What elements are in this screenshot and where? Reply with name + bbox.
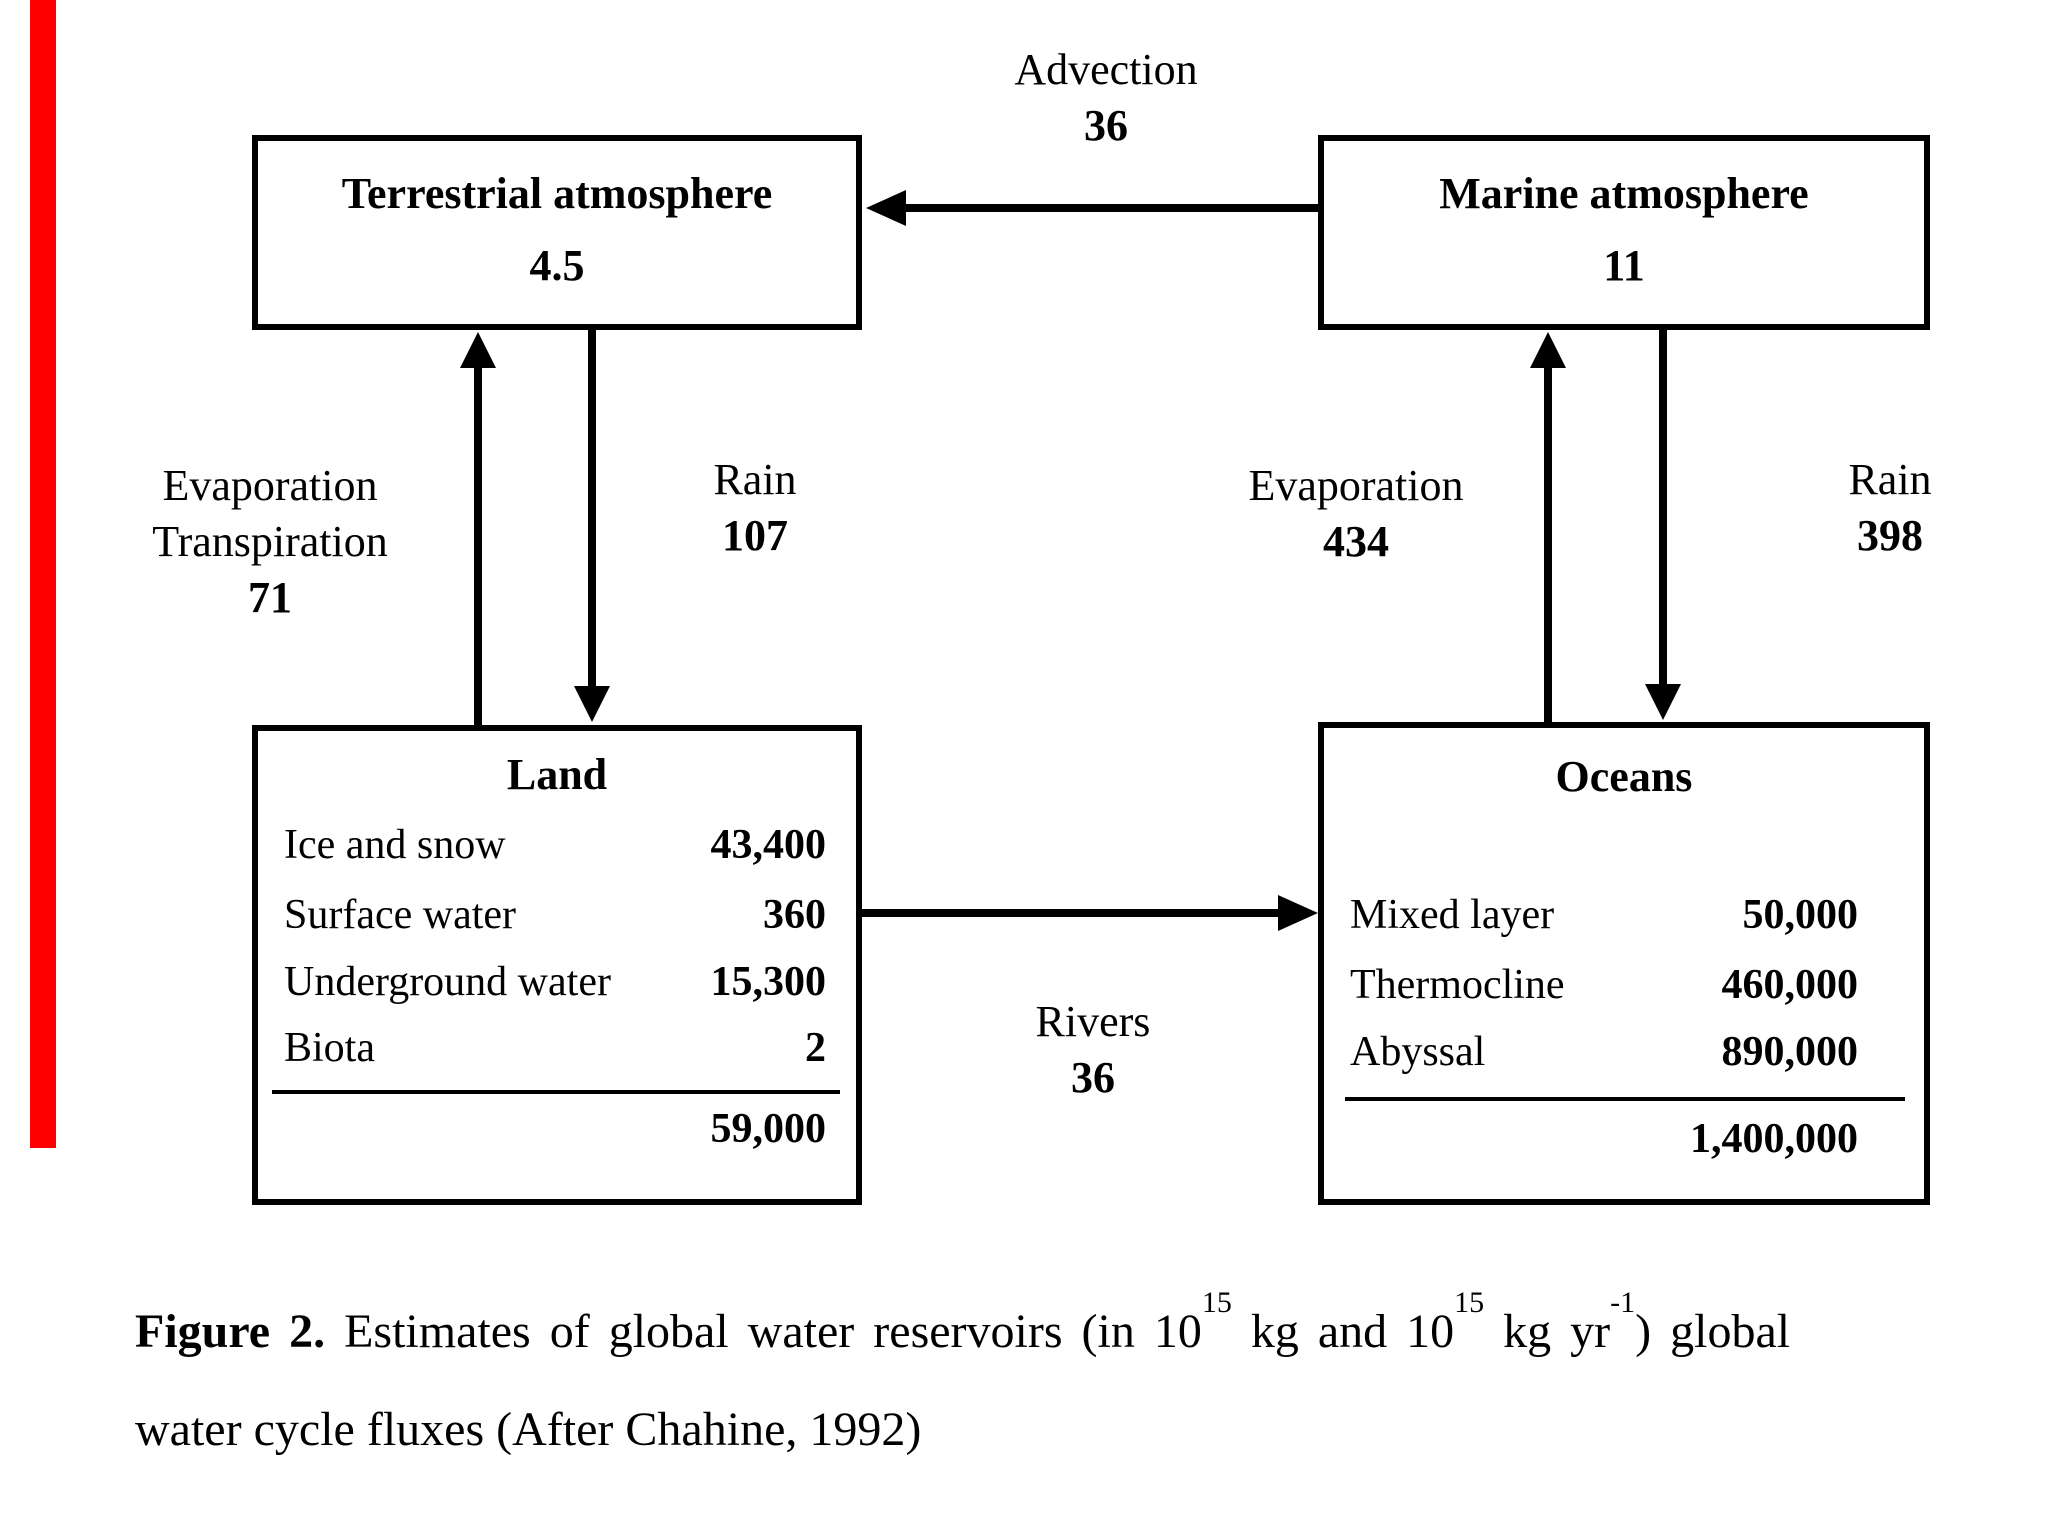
ocean-evaporation-flux-label: Evaporation 434 (1206, 458, 1506, 570)
land-row-underground-value: 15,300 (710, 959, 827, 1005)
land-row-underground-label: Underground water (284, 959, 611, 1005)
land-row-biota-label: Biota (284, 1025, 375, 1071)
land-row-underground: Underground water 15,300 (284, 956, 826, 1008)
ocean-rain-label: Rain (1848, 455, 1932, 504)
land-rain-flux-label: Rain 107 (625, 452, 885, 564)
oceans-title: Oceans (1555, 752, 1693, 801)
oceans-total: 1,400,000 (1690, 1116, 1858, 1162)
terrestrial-atmosphere-title: Terrestrial atmosphere (341, 169, 773, 218)
advection-arrowhead-icon (866, 190, 906, 226)
margin-change-bar (30, 0, 56, 1148)
rivers-value: 36 (1071, 1053, 1115, 1102)
advection-arrow-line (890, 204, 1318, 212)
ocean-rain-arrowhead-icon (1645, 684, 1681, 720)
marine-atmosphere-title: Marine atmosphere (1439, 169, 1809, 218)
land-evaporation-label-2: Transpiration (152, 517, 388, 566)
oceans-row-abyssal-label: Abyssal (1350, 1029, 1486, 1075)
oceans-row-abyssal: Abyssal 890,000 (1350, 1026, 1858, 1078)
land-total-rule (272, 1090, 840, 1094)
land-row-ice: Ice and snow 43,400 (284, 819, 826, 871)
figure-caption-line-1: Figure 2. Estimates of global water rese… (135, 1288, 1965, 1362)
ocean-evaporation-label: Evaporation (1248, 461, 1464, 510)
land-evaporation-arrow-line (474, 362, 482, 725)
ocean-rain-flux-label: Rain 398 (1760, 452, 2020, 564)
figure-caption-label: Figure 2. (135, 1305, 326, 1358)
land-row-ice-value: 43,400 (710, 822, 827, 868)
caption-seg-4: ) global (1635, 1305, 1791, 1358)
caption-seg-3: kg yr (1484, 1305, 1611, 1358)
land-row-biota-value: 2 (805, 1025, 826, 1071)
advection-value: 36 (1084, 101, 1128, 150)
oceans-total-rule (1345, 1097, 1905, 1101)
land-box: Land Ice and snow 43,400 Surface water 3… (252, 725, 862, 1205)
land-rain-arrowhead-icon (574, 686, 610, 722)
rivers-flux-label: Rivers 36 (943, 994, 1243, 1106)
rivers-label: Rivers (1035, 997, 1151, 1046)
marine-atmosphere-value: 11 (1603, 241, 1645, 290)
land-row-biota: Biota 2 (284, 1022, 826, 1074)
oceans-row-mixed-label: Mixed layer (1350, 892, 1555, 938)
land-evaporation-label-1: Evaporation (162, 461, 378, 510)
ocean-rain-arrow-line (1659, 330, 1667, 686)
oceans-row-abyssal-value: 890,000 (1721, 1029, 1859, 1075)
land-evaporation-value: 71 (248, 573, 292, 622)
oceans-row-mixed-value: 50,000 (1742, 892, 1859, 938)
land-rain-arrow-line (588, 330, 596, 688)
oceans-row-thermocline: Thermocline 460,000 (1350, 959, 1858, 1011)
oceans-box: Oceans Mixed layer 50,000 Thermocline 46… (1318, 722, 1930, 1205)
oceans-row-thermocline-value: 460,000 (1721, 962, 1859, 1008)
advection-flux-label: Advection 36 (956, 42, 1256, 154)
figure-caption-line-2: water cycle fluxes (After Chahine, 1992) (135, 1403, 922, 1456)
land-row-surface-label: Surface water (284, 892, 517, 938)
land-rain-value: 107 (722, 511, 788, 560)
rivers-arrow-line (862, 909, 1282, 917)
land-row-ice-label: Ice and snow (284, 822, 506, 868)
rivers-arrowhead-icon (1278, 895, 1318, 931)
land-title: Land (506, 750, 608, 799)
terrestrial-atmosphere-box: Terrestrial atmosphere 4.5 (252, 135, 862, 330)
advection-label: Advection (1014, 45, 1198, 94)
oceans-row-thermocline-label: Thermocline (1350, 962, 1565, 1008)
ocean-evaporation-arrow-line (1544, 362, 1552, 722)
ocean-evaporation-arrowhead-icon (1530, 332, 1566, 368)
ocean-rain-value: 398 (1857, 511, 1923, 560)
land-row-surface-value: 360 (763, 892, 826, 938)
terrestrial-atmosphere-value: 4.5 (529, 241, 585, 290)
caption-superscript-3: -1 (1610, 1286, 1636, 1319)
caption-superscript-1: 15 (1201, 1286, 1232, 1319)
land-evaporation-flux-label: Evaporation Transpiration 71 (100, 458, 440, 626)
land-rain-label: Rain (713, 455, 797, 504)
ocean-evaporation-value: 434 (1323, 517, 1389, 566)
oceans-row-mixed: Mixed layer 50,000 (1350, 889, 1858, 941)
caption-superscript-2: 15 (1454, 1286, 1485, 1319)
caption-seg-1: Estimates of global water reservoirs (in… (325, 1305, 1202, 1358)
land-evaporation-arrowhead-icon (460, 332, 496, 368)
land-total: 59,000 (710, 1106, 827, 1152)
caption-seg-2: kg and 10 (1231, 1305, 1455, 1358)
land-row-surface: Surface water 360 (284, 889, 826, 941)
marine-atmosphere-box: Marine atmosphere 11 (1318, 135, 1930, 330)
